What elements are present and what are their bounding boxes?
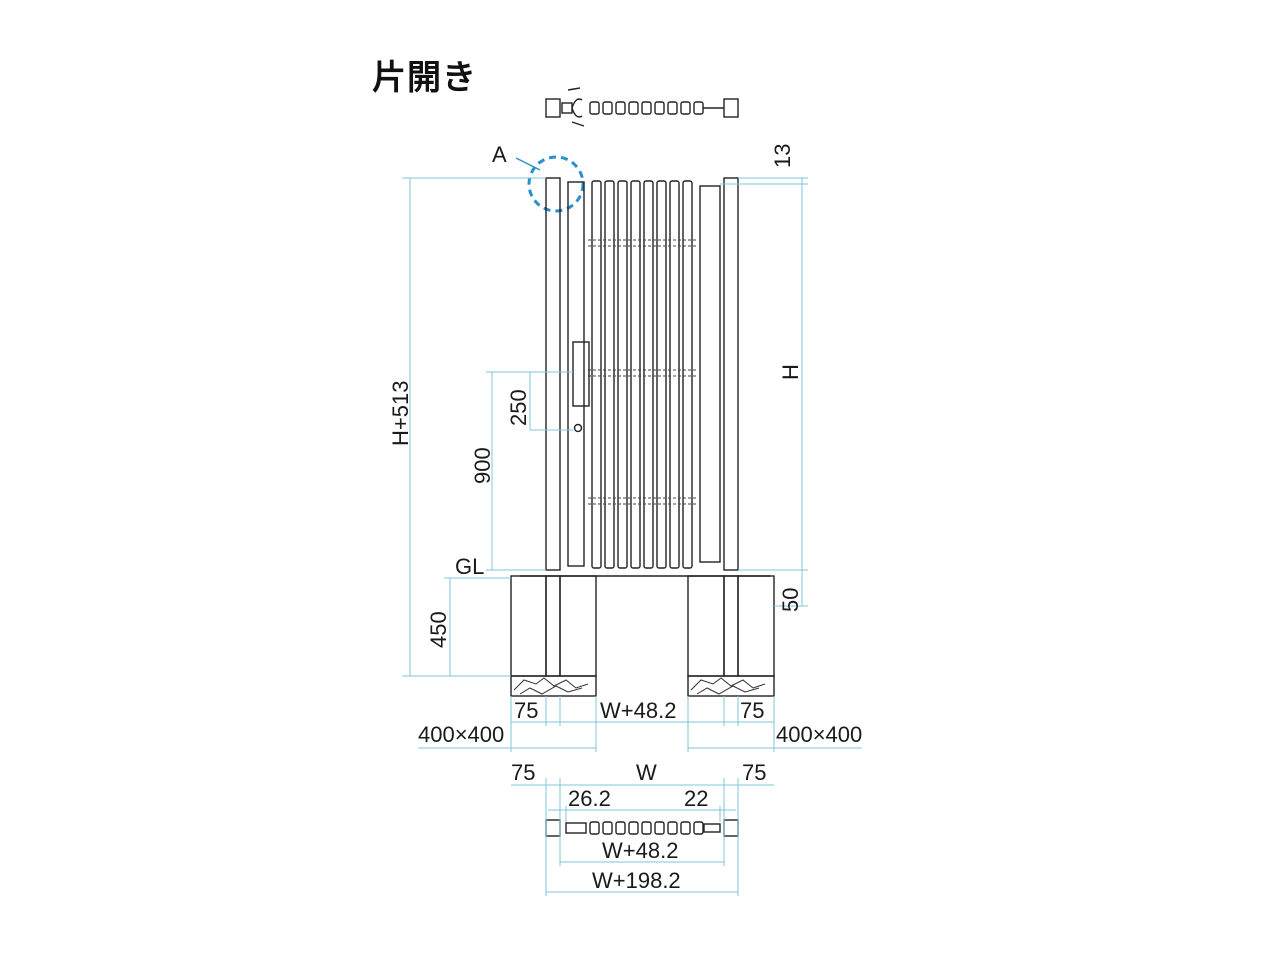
ground-line-label: GL: [455, 554, 484, 579]
top-gap-label: 13: [770, 144, 795, 168]
detail-marker-circle: [527, 155, 585, 213]
handle: [572, 341, 590, 407]
bottom-plan-dimensions: [511, 778, 774, 896]
plan-post-left-label: 75: [511, 760, 535, 785]
detail-marker-label: A: [492, 142, 507, 167]
plan-inner-width-label: W+48.2: [602, 838, 678, 863]
footing-right-label: 400×400: [776, 722, 862, 747]
embed-depth-label: 450: [426, 611, 451, 648]
plan-gap-left-label: 26.2: [568, 786, 611, 811]
page-title: 片開き: [372, 58, 477, 98]
handle-height-label: 900: [470, 447, 495, 484]
top-plan-view: [545, 87, 739, 127]
bottom-plan-view: [545, 819, 739, 837]
overall-height-label: H+513: [388, 381, 413, 446]
post-left-label: 75: [514, 698, 538, 723]
plan-overall-width-label: W+198.2: [592, 868, 681, 893]
dimension-lines: [402, 177, 862, 752]
foundations: [510, 575, 775, 697]
footing-left-label: 400×400: [418, 722, 504, 747]
handle-length-label: 250: [506, 389, 531, 426]
post-right-label: 75: [740, 698, 764, 723]
plan-width-label: W: [636, 760, 657, 785]
inner-width-label: W+48.2: [600, 698, 676, 723]
height-label: H: [778, 364, 803, 380]
gate-elevation: [520, 177, 770, 577]
plan-post-right-label: 75: [742, 760, 766, 785]
plan-gap-right-label: 22: [684, 786, 708, 811]
post-offset-label: 50: [778, 588, 803, 612]
detail-marker-leader: [515, 157, 541, 171]
keyhole: [573, 423, 583, 433]
